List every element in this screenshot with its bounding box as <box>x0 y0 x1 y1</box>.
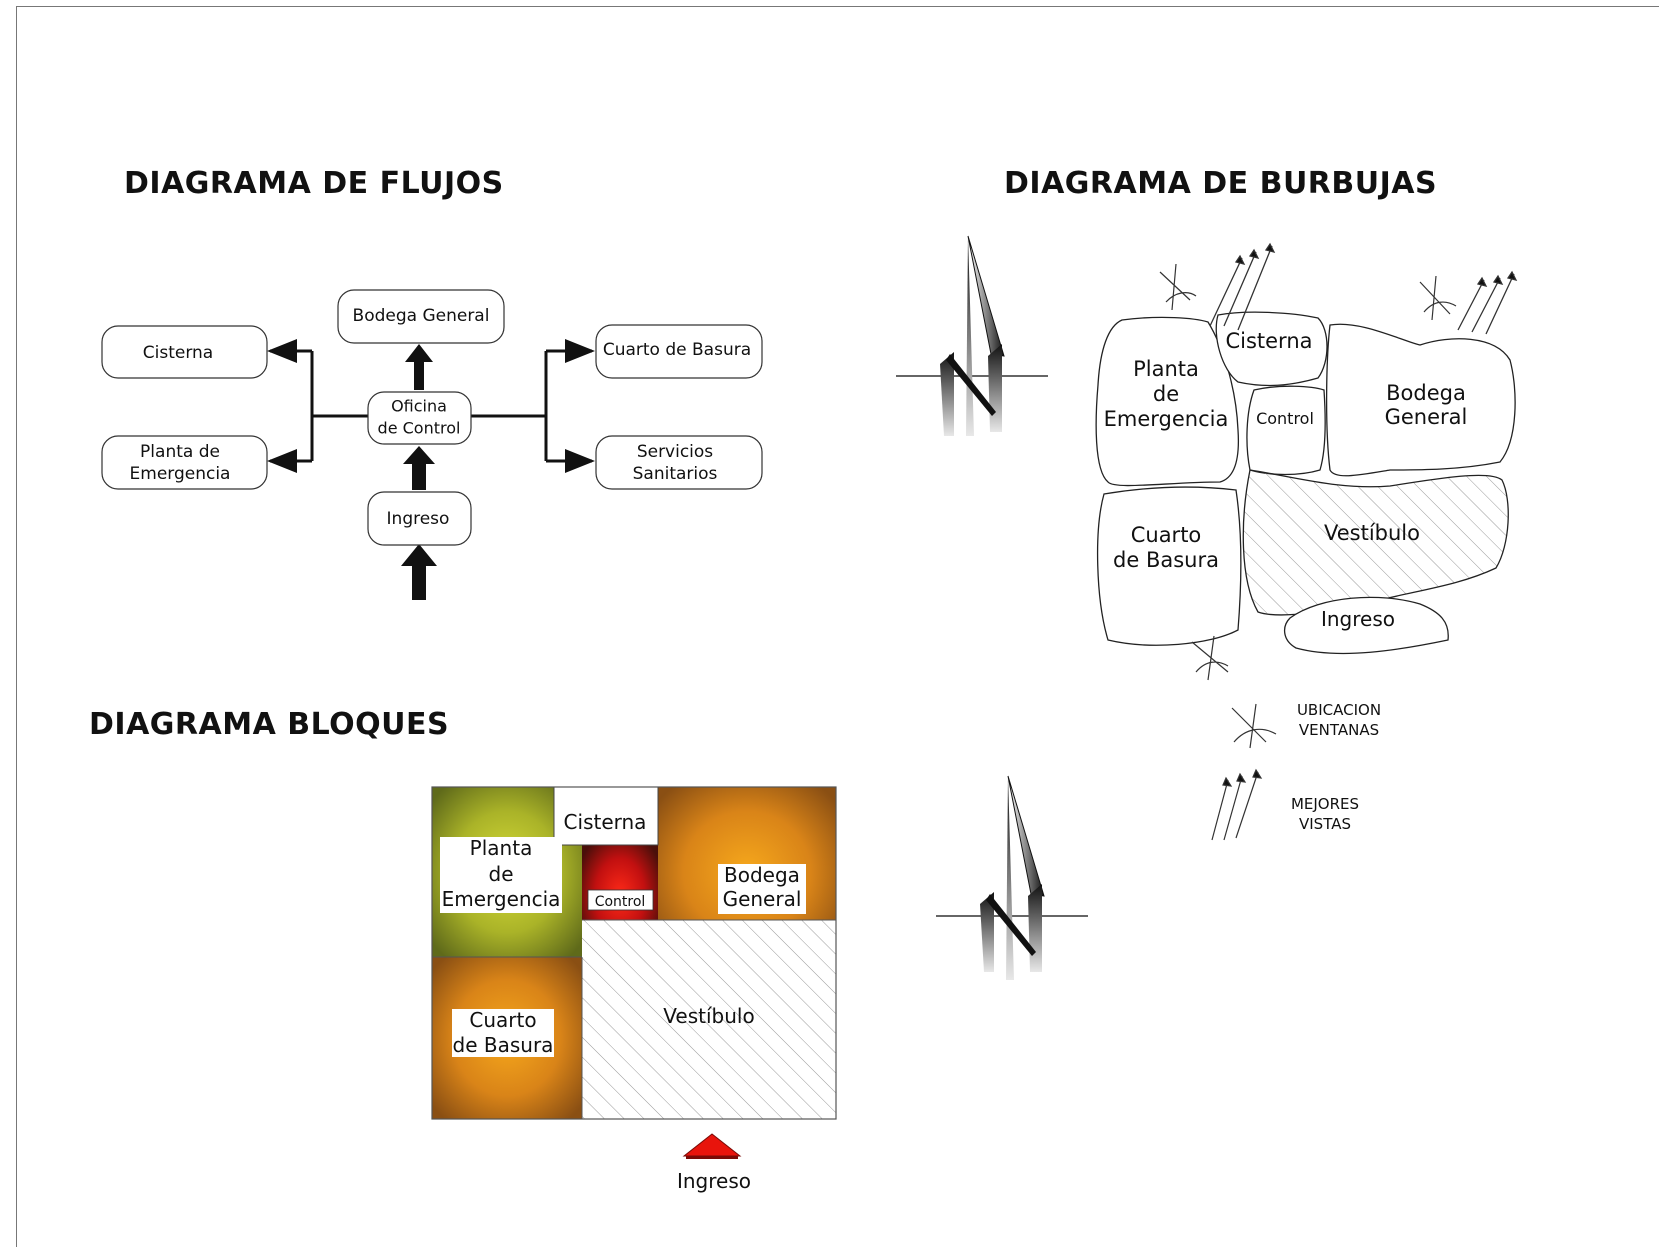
flow-box-basura: Cuarto de Basura <box>595 324 763 379</box>
block-label-basura-2: de Basura <box>453 1033 554 1057</box>
legend-ventanas-2: VENTANAS <box>1299 721 1379 739</box>
bubble-planta <box>1095 316 1240 487</box>
bubble-label-vestibulo: Vestíbulo <box>1324 521 1420 545</box>
flow-label-servicios-2: Sanitarios <box>633 464 718 484</box>
flow-box-cisterna: Cisterna <box>101 325 268 379</box>
block-label-cisterna: Cisterna <box>564 810 647 834</box>
block-label-basura-1: Cuarto <box>469 1008 536 1032</box>
block-label-planta-2: de <box>489 862 514 886</box>
arrow-to-bodega <box>405 344 433 390</box>
block-diagram: Cisterna Planta de Emergencia Control Bo… <box>431 786 837 1193</box>
flow-connectors <box>267 339 595 473</box>
flow-label-bodega: Bodega General <box>353 306 490 326</box>
bubble-label-control: Control <box>1256 409 1314 428</box>
window-location-icon <box>1231 703 1277 749</box>
bubble-label-planta-1: Planta <box>1133 357 1199 381</box>
bubble-diagram-title: DIAGRAMA DE BURBUJAS <box>1004 166 1438 201</box>
arrow-to-ingreso <box>401 544 437 600</box>
flow-box-bodega: Bodega General <box>337 289 505 344</box>
bubble-diagram <box>1095 242 1518 681</box>
flow-box-servicios: Servicios Sanitarios <box>595 435 763 490</box>
block-cisterna <box>553 786 659 846</box>
flow-box-ingreso: Ingreso <box>367 491 472 546</box>
block-label-planta-3: Emergencia <box>442 887 561 911</box>
bubble-label-bodega-1: Bodega <box>1386 381 1466 405</box>
flow-label-planta-1: Planta de <box>140 442 220 462</box>
bubble-control <box>1246 385 1326 476</box>
flow-label-oficina-2: de Control <box>378 419 461 438</box>
bubble-labels: Planta de Emergencia Cisterna Control Bo… <box>1104 329 1468 631</box>
bubble-ingreso <box>1284 596 1449 655</box>
flow-box-oficina: Oficina de Control <box>367 391 472 445</box>
bubble-vestibulo <box>1242 469 1509 616</box>
flow-label-oficina-1: Oficina <box>391 397 447 416</box>
ingreso-arrow-icon <box>682 1133 742 1157</box>
block-label-control: Control <box>595 894 646 910</box>
block-diagram-title: DIAGRAMA BLOQUES <box>89 707 450 742</box>
legend-vistas-1: MEJORES <box>1291 795 1359 813</box>
view-arrows-icon <box>1209 242 1518 335</box>
bubble-bodega <box>1325 323 1516 477</box>
flow-box-planta: Planta de Emergencia <box>101 435 268 490</box>
block-label-planta-1: Planta <box>470 836 533 860</box>
window-marks <box>1159 263 1457 681</box>
bubble-label-basura-1: Cuarto <box>1131 523 1202 547</box>
flow-label-ingreso: Ingreso <box>387 509 450 529</box>
north-arrow-icon <box>936 775 1088 980</box>
flow-label-planta-2: Emergencia <box>130 464 231 484</box>
block-label-bodega-1: Bodega <box>724 863 800 887</box>
best-views-icon <box>1211 768 1263 841</box>
flow-diagram: Cisterna Planta de Emergencia Bodega Gen… <box>101 289 763 600</box>
flow-label-cisterna: Cisterna <box>143 343 213 363</box>
bubble-label-planta-3: Emergencia <box>1104 407 1229 431</box>
block-label-ingreso: Ingreso <box>677 1169 751 1193</box>
bubble-label-ingreso: Ingreso <box>1321 607 1395 631</box>
bubble-label-planta-2: de <box>1153 382 1179 406</box>
flow-label-servicios-1: Servicios <box>637 442 713 462</box>
legend-ventanas-1: UBICACION <box>1297 701 1381 719</box>
bubble-label-basura-2: de Basura <box>1113 548 1219 572</box>
page-frame <box>16 6 1659 1247</box>
legend: UBICACION VENTANAS MEJORES VISTAS <box>1211 701 1381 841</box>
north-arrow-icon <box>896 235 1048 436</box>
block-label-bodega-2: General <box>723 887 802 911</box>
block-label-vestibulo: Vestíbulo <box>663 1004 754 1028</box>
flow-label-basura: Cuarto de Basura <box>603 340 751 360</box>
arrow-to-oficina <box>403 446 435 490</box>
bubble-basura <box>1096 486 1242 646</box>
bubble-cisterna <box>1215 311 1328 387</box>
bubble-label-bodega-2: General <box>1385 405 1468 429</box>
bubble-label-cisterna: Cisterna <box>1225 329 1312 353</box>
legend-vistas-2: VISTAS <box>1299 815 1351 833</box>
flow-diagram-title: DIAGRAMA DE FLUJOS <box>124 166 504 201</box>
